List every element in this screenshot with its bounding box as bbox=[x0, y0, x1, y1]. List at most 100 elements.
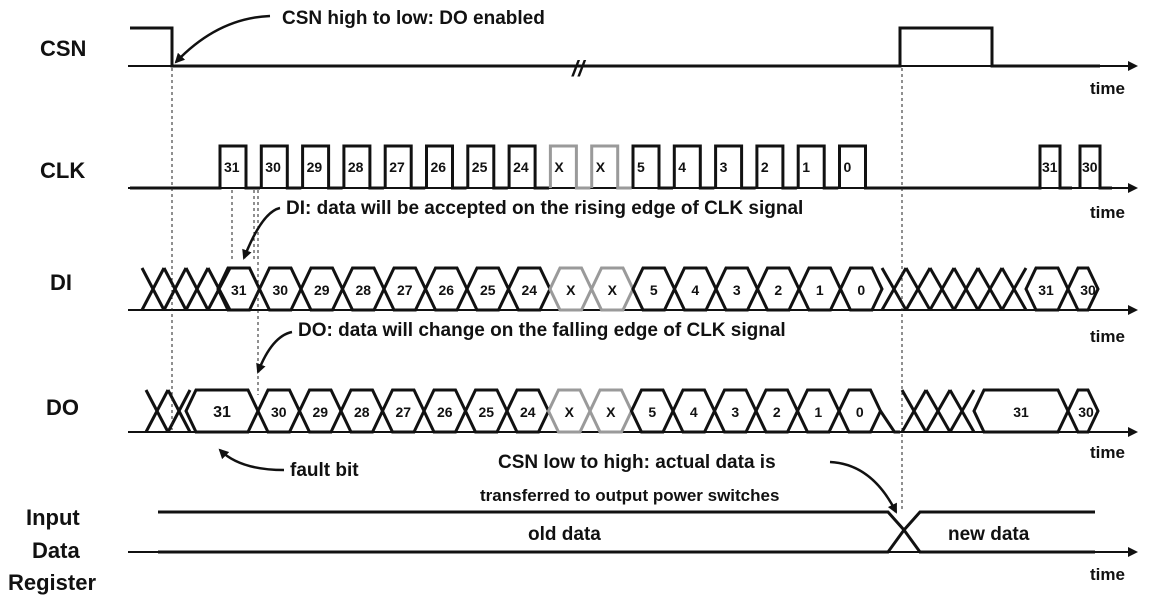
do-high-z bbox=[879, 410, 900, 434]
clk-pulse bbox=[838, 144, 880, 190]
fault-bit-note: fault bit bbox=[290, 460, 359, 481]
di-bit-label: X bbox=[608, 282, 618, 298]
di-bit-label: 1 bbox=[816, 282, 824, 298]
csn-waveform: // bbox=[128, 26, 1138, 81]
do-bit-label: 31 bbox=[213, 404, 231, 421]
clk-pulse bbox=[590, 144, 632, 190]
break-mark: // bbox=[571, 56, 587, 81]
di-bit-label: 27 bbox=[397, 282, 413, 298]
di-bit-label: 4 bbox=[691, 282, 699, 298]
do-undefined-cross bbox=[924, 389, 952, 433]
csn-low-to-high-note-line1: CSN low to high: actual data is bbox=[498, 452, 776, 473]
csn-high-to-low-note: CSN high to low: DO enabled bbox=[282, 8, 545, 29]
clk-pulse-label: 25 bbox=[472, 159, 488, 175]
di-bit-label: 29 bbox=[314, 282, 330, 298]
do-bit-cell bbox=[1066, 388, 1100, 434]
csn-low-to-high-arrow bbox=[829, 460, 898, 514]
di-bit-label: 31 bbox=[1038, 282, 1054, 298]
di-undefined-cross bbox=[140, 267, 166, 311]
clk-pulse bbox=[259, 144, 302, 190]
register-label-line1: Input bbox=[26, 505, 80, 530]
clk-pulse bbox=[714, 144, 756, 190]
do-bit-label: 31 bbox=[1013, 404, 1029, 420]
di-undefined-cross bbox=[904, 267, 932, 311]
clk-pulse bbox=[466, 144, 508, 190]
do-note: DO: data will change on the falling edge… bbox=[298, 320, 786, 341]
do-bit-label: 27 bbox=[395, 404, 411, 420]
do-bit-label: 26 bbox=[437, 404, 453, 420]
di-undefined-cross bbox=[184, 267, 210, 311]
do-undefined-cross bbox=[948, 389, 976, 433]
do-bit-label: 5 bbox=[648, 404, 656, 420]
do-note-arrow bbox=[256, 330, 293, 374]
time-label-csn: time bbox=[1090, 79, 1125, 98]
clk-pulse-label: 27 bbox=[389, 159, 405, 175]
clk-pulse-label: 1 bbox=[802, 159, 810, 175]
clk-pulse bbox=[548, 144, 591, 190]
do-bit-label: 24 bbox=[520, 404, 536, 420]
di-bit-label: 24 bbox=[521, 282, 537, 298]
clk-label: CLK bbox=[40, 158, 85, 183]
do-bit-label: 4 bbox=[690, 404, 698, 420]
clk-pulse bbox=[1078, 144, 1112, 190]
clk-pulse-label: 24 bbox=[513, 159, 529, 175]
di-note-arrow bbox=[242, 206, 281, 260]
clk-pulse-label: 0 bbox=[844, 159, 852, 175]
clk-pulse-label: 30 bbox=[265, 159, 281, 175]
register-waveform: old data new data bbox=[128, 510, 1138, 557]
csn-high-to-low-arrow bbox=[174, 14, 271, 64]
do-bit-label: X bbox=[565, 404, 575, 420]
do-bit-label: 30 bbox=[271, 404, 287, 420]
di-bit-label: 25 bbox=[480, 282, 496, 298]
clk-pulse bbox=[631, 144, 673, 190]
di-undefined-cross bbox=[952, 267, 980, 311]
do-bit-label: 28 bbox=[354, 404, 370, 420]
clk-pulse-label: 30 bbox=[1082, 159, 1098, 175]
di-bit-label: 0 bbox=[857, 282, 865, 298]
fault-bit-arrow bbox=[218, 448, 285, 472]
clk-pulse bbox=[383, 144, 426, 190]
clk-pulse bbox=[342, 144, 384, 190]
di-bit-cell bbox=[838, 266, 884, 312]
clk-pulse-label: 29 bbox=[307, 159, 323, 175]
di-bit-label: 2 bbox=[774, 282, 782, 298]
di-bit-label: 30 bbox=[1080, 282, 1096, 298]
di-bit-label: 3 bbox=[733, 282, 741, 298]
clk-pulse-label: 31 bbox=[224, 159, 240, 175]
do-undefined-cross bbox=[144, 389, 170, 433]
time-label-do: time bbox=[1090, 443, 1125, 462]
di-undefined-cross bbox=[1000, 267, 1028, 311]
clk-pulse-label: 28 bbox=[348, 159, 364, 175]
register-label-line3: Register bbox=[8, 570, 96, 595]
csn-low-to-high-note-line2: transferred to output power switches bbox=[480, 486, 779, 505]
do-bit-label: 0 bbox=[856, 404, 864, 420]
clk-pulse-label: X bbox=[596, 159, 606, 175]
di-bit-label: 30 bbox=[272, 282, 288, 298]
time-label-clk: time bbox=[1090, 203, 1125, 222]
clk-pulse-label: 26 bbox=[431, 159, 447, 175]
csn-label: CSN bbox=[40, 36, 86, 61]
clk-pulse bbox=[796, 144, 839, 190]
clk-pulse bbox=[755, 144, 797, 190]
di-undefined-cross bbox=[976, 267, 1004, 311]
old-data-label: old data bbox=[528, 524, 601, 545]
do-bit-label: 30 bbox=[1078, 404, 1094, 420]
di-bit-label: 28 bbox=[355, 282, 371, 298]
di-bit-label: X bbox=[566, 282, 576, 298]
clk-pulse-label: X bbox=[554, 159, 564, 175]
clk-pulse-label: 5 bbox=[637, 159, 645, 175]
di-bit-label: 26 bbox=[438, 282, 454, 298]
di-note: DI: data will be accepted on the rising … bbox=[286, 198, 803, 219]
di-label: DI bbox=[50, 270, 72, 295]
register-label-line2: Data bbox=[32, 538, 80, 563]
di-undefined-cross bbox=[162, 267, 188, 311]
clk-pulse-label: 3 bbox=[720, 159, 728, 175]
do-bit-label: X bbox=[606, 404, 616, 420]
time-label-register: time bbox=[1090, 565, 1125, 584]
di-bit-label: 31 bbox=[231, 282, 247, 298]
new-data-label: new data bbox=[948, 524, 1030, 545]
